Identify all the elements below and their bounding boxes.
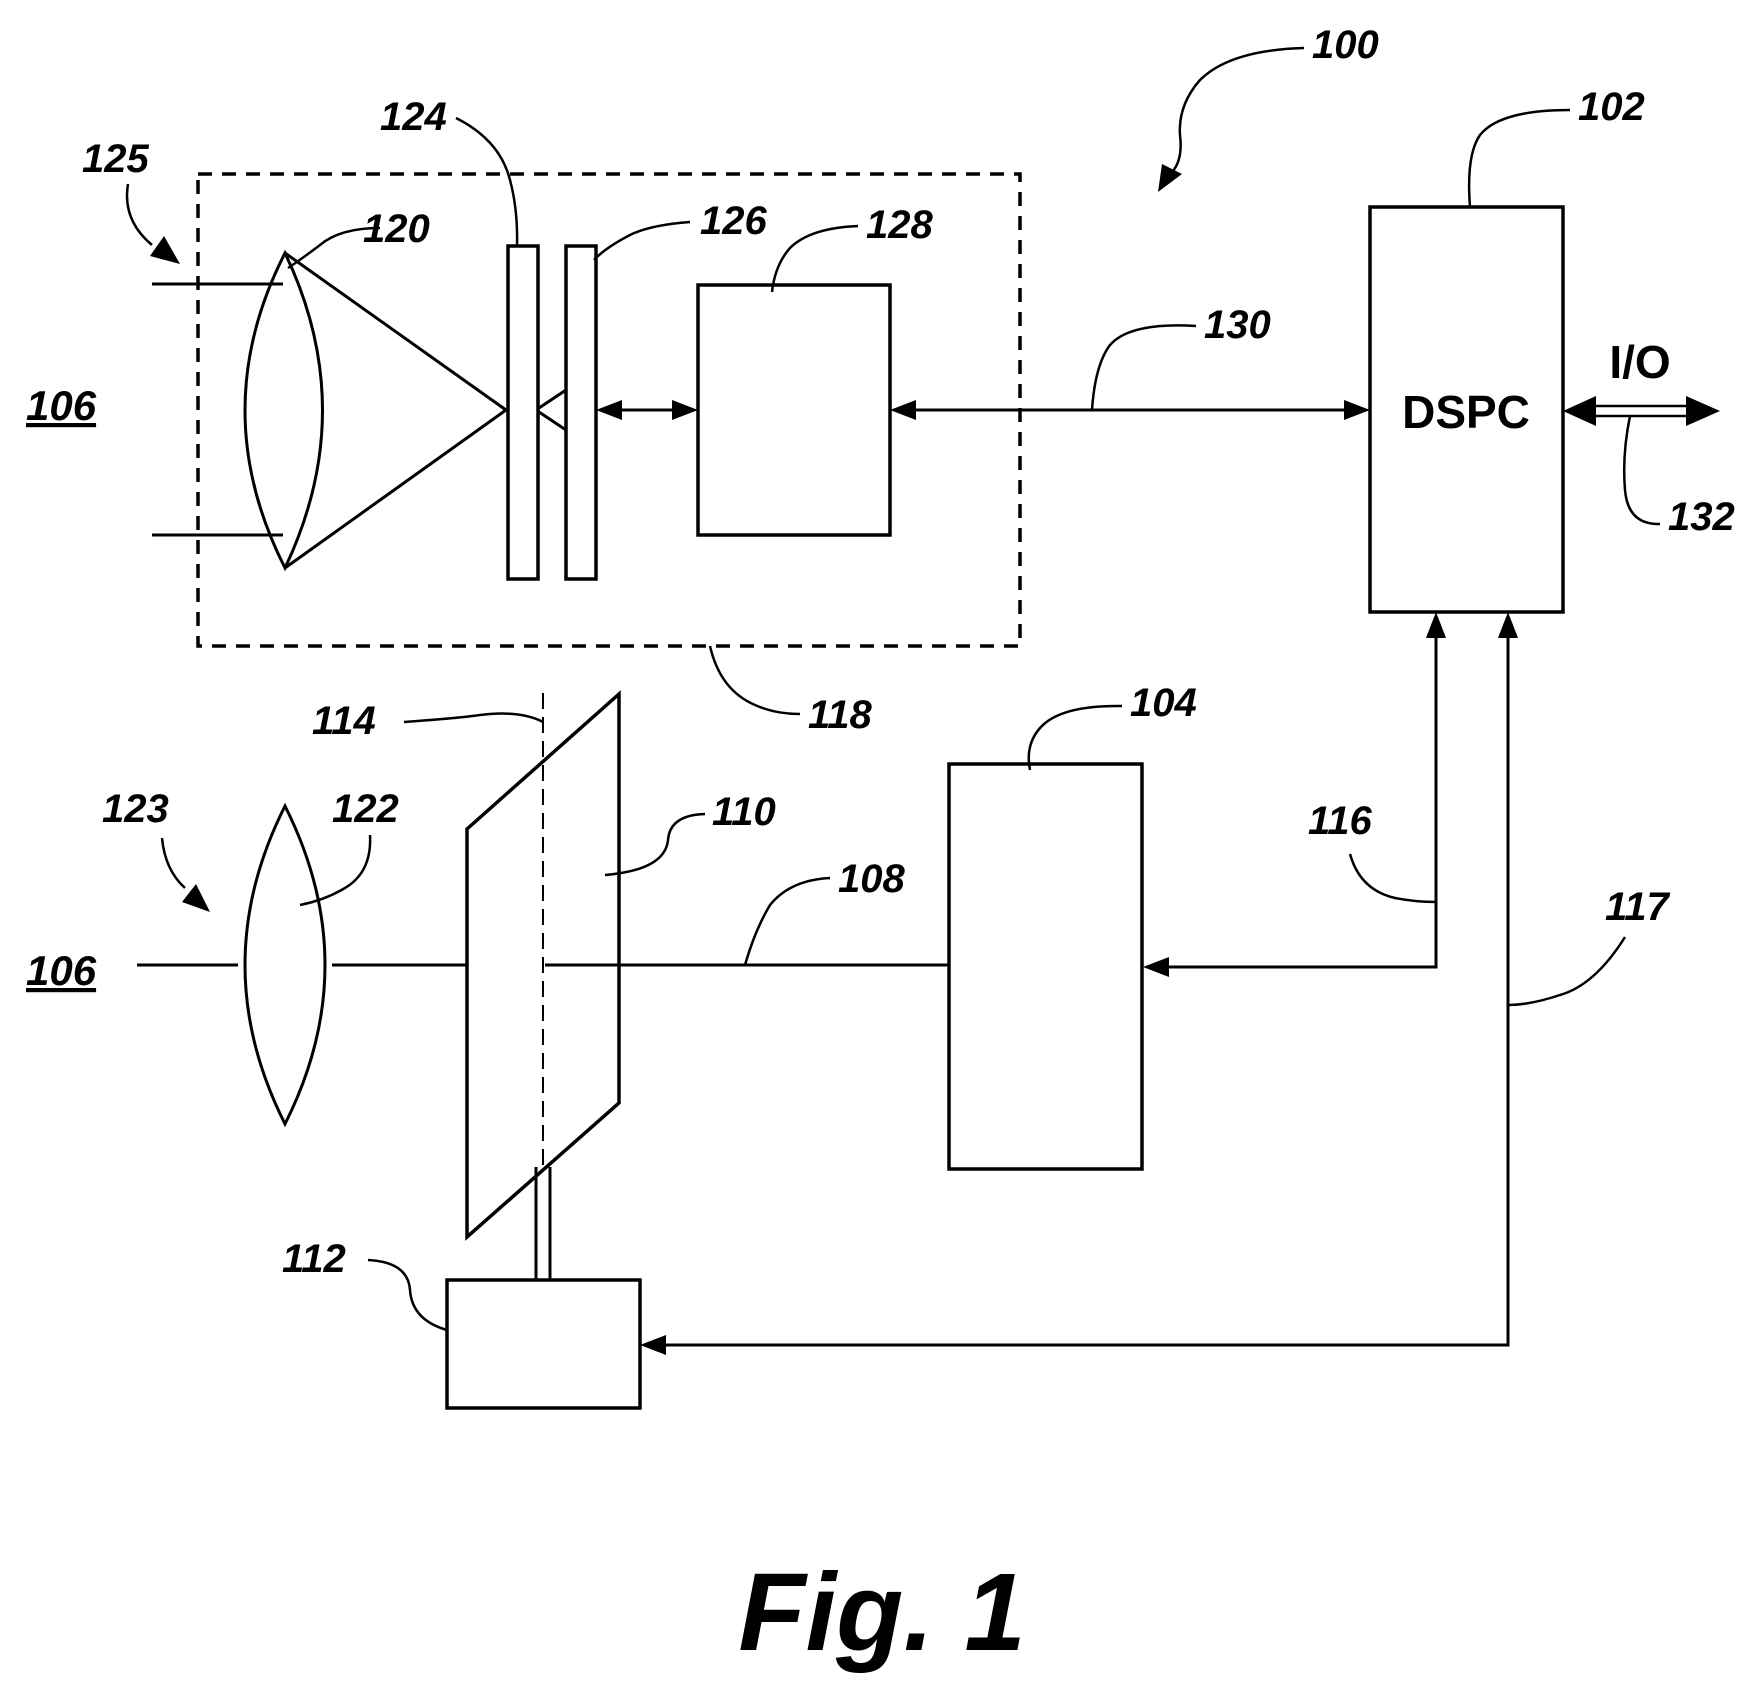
label-106-bottom: 106 <box>26 947 97 994</box>
actuator-112 <box>447 1280 640 1408</box>
arrowhead-left-126 <box>596 400 622 420</box>
detector-126 <box>566 246 596 579</box>
label-132: 132 <box>1668 495 1735 539</box>
label-128: 128 <box>866 203 933 247</box>
leader-117 <box>1508 937 1625 1005</box>
label-125: 125 <box>82 137 149 181</box>
converging-ray-top <box>285 253 506 410</box>
label-120: 120 <box>363 207 430 251</box>
io-label: I/O <box>1609 336 1670 388</box>
dspc-label: DSPC <box>1402 386 1530 438</box>
leader-114 <box>404 714 543 722</box>
converging-ray-bottom <box>285 410 506 568</box>
leader-108 <box>745 878 830 965</box>
block-128 <box>698 285 890 535</box>
label-123: 123 <box>102 787 169 831</box>
arrowhead-right-130 <box>1344 400 1370 420</box>
leader-112 <box>368 1260 447 1330</box>
block-104 <box>949 764 1142 1169</box>
label-110: 110 <box>712 790 776 834</box>
io-arrowhead-left <box>1563 396 1596 426</box>
leader-124 <box>456 118 517 246</box>
label-100: 100 <box>1312 23 1379 67</box>
leader-126 <box>594 222 690 260</box>
label-102: 102 <box>1578 85 1645 129</box>
leader-123 <box>162 838 185 888</box>
diverging-ray-bottom <box>536 410 566 430</box>
leader-128 <box>772 226 858 292</box>
arrowhead-116-dspc <box>1426 612 1446 638</box>
arrowhead-123 <box>182 884 210 912</box>
lens-122 <box>245 806 325 1124</box>
figure-caption: Fig. 1 <box>738 1551 1025 1674</box>
arrowhead-117-dspc <box>1498 612 1518 638</box>
label-104: 104 <box>1130 681 1197 725</box>
label-122: 122 <box>332 787 399 831</box>
label-106-top: 106 <box>26 382 97 429</box>
label-117: 117 <box>1605 885 1671 929</box>
arrowhead-117-112 <box>640 1335 666 1355</box>
leader-104 <box>1029 706 1122 770</box>
label-116: 116 <box>1308 799 1373 843</box>
arrowhead-100 <box>1158 164 1182 192</box>
label-114: 114 <box>312 699 376 743</box>
lens-120 <box>245 253 323 568</box>
arrowhead-left-130 <box>890 400 916 420</box>
label-118: 118 <box>808 693 873 737</box>
filter-124 <box>508 246 538 579</box>
label-112: 112 <box>282 1237 346 1281</box>
arrowhead-125 <box>150 236 180 264</box>
label-130: 130 <box>1204 303 1271 347</box>
io-arrowhead-right <box>1686 396 1720 426</box>
leader-132 <box>1624 416 1660 524</box>
link-116 <box>1163 632 1436 967</box>
arrowhead-116-104 <box>1143 957 1169 977</box>
leader-130 <box>1092 325 1196 410</box>
label-126: 126 <box>700 199 767 243</box>
label-124: 124 <box>380 95 447 139</box>
diverging-ray-top <box>536 390 566 410</box>
leader-102 <box>1469 110 1570 207</box>
label-108: 108 <box>838 857 905 901</box>
leader-100 <box>1172 48 1304 172</box>
leader-118 <box>710 646 800 714</box>
leader-116 <box>1350 854 1436 902</box>
leader-125 <box>127 184 152 245</box>
arrowhead-right-128 <box>672 400 698 420</box>
